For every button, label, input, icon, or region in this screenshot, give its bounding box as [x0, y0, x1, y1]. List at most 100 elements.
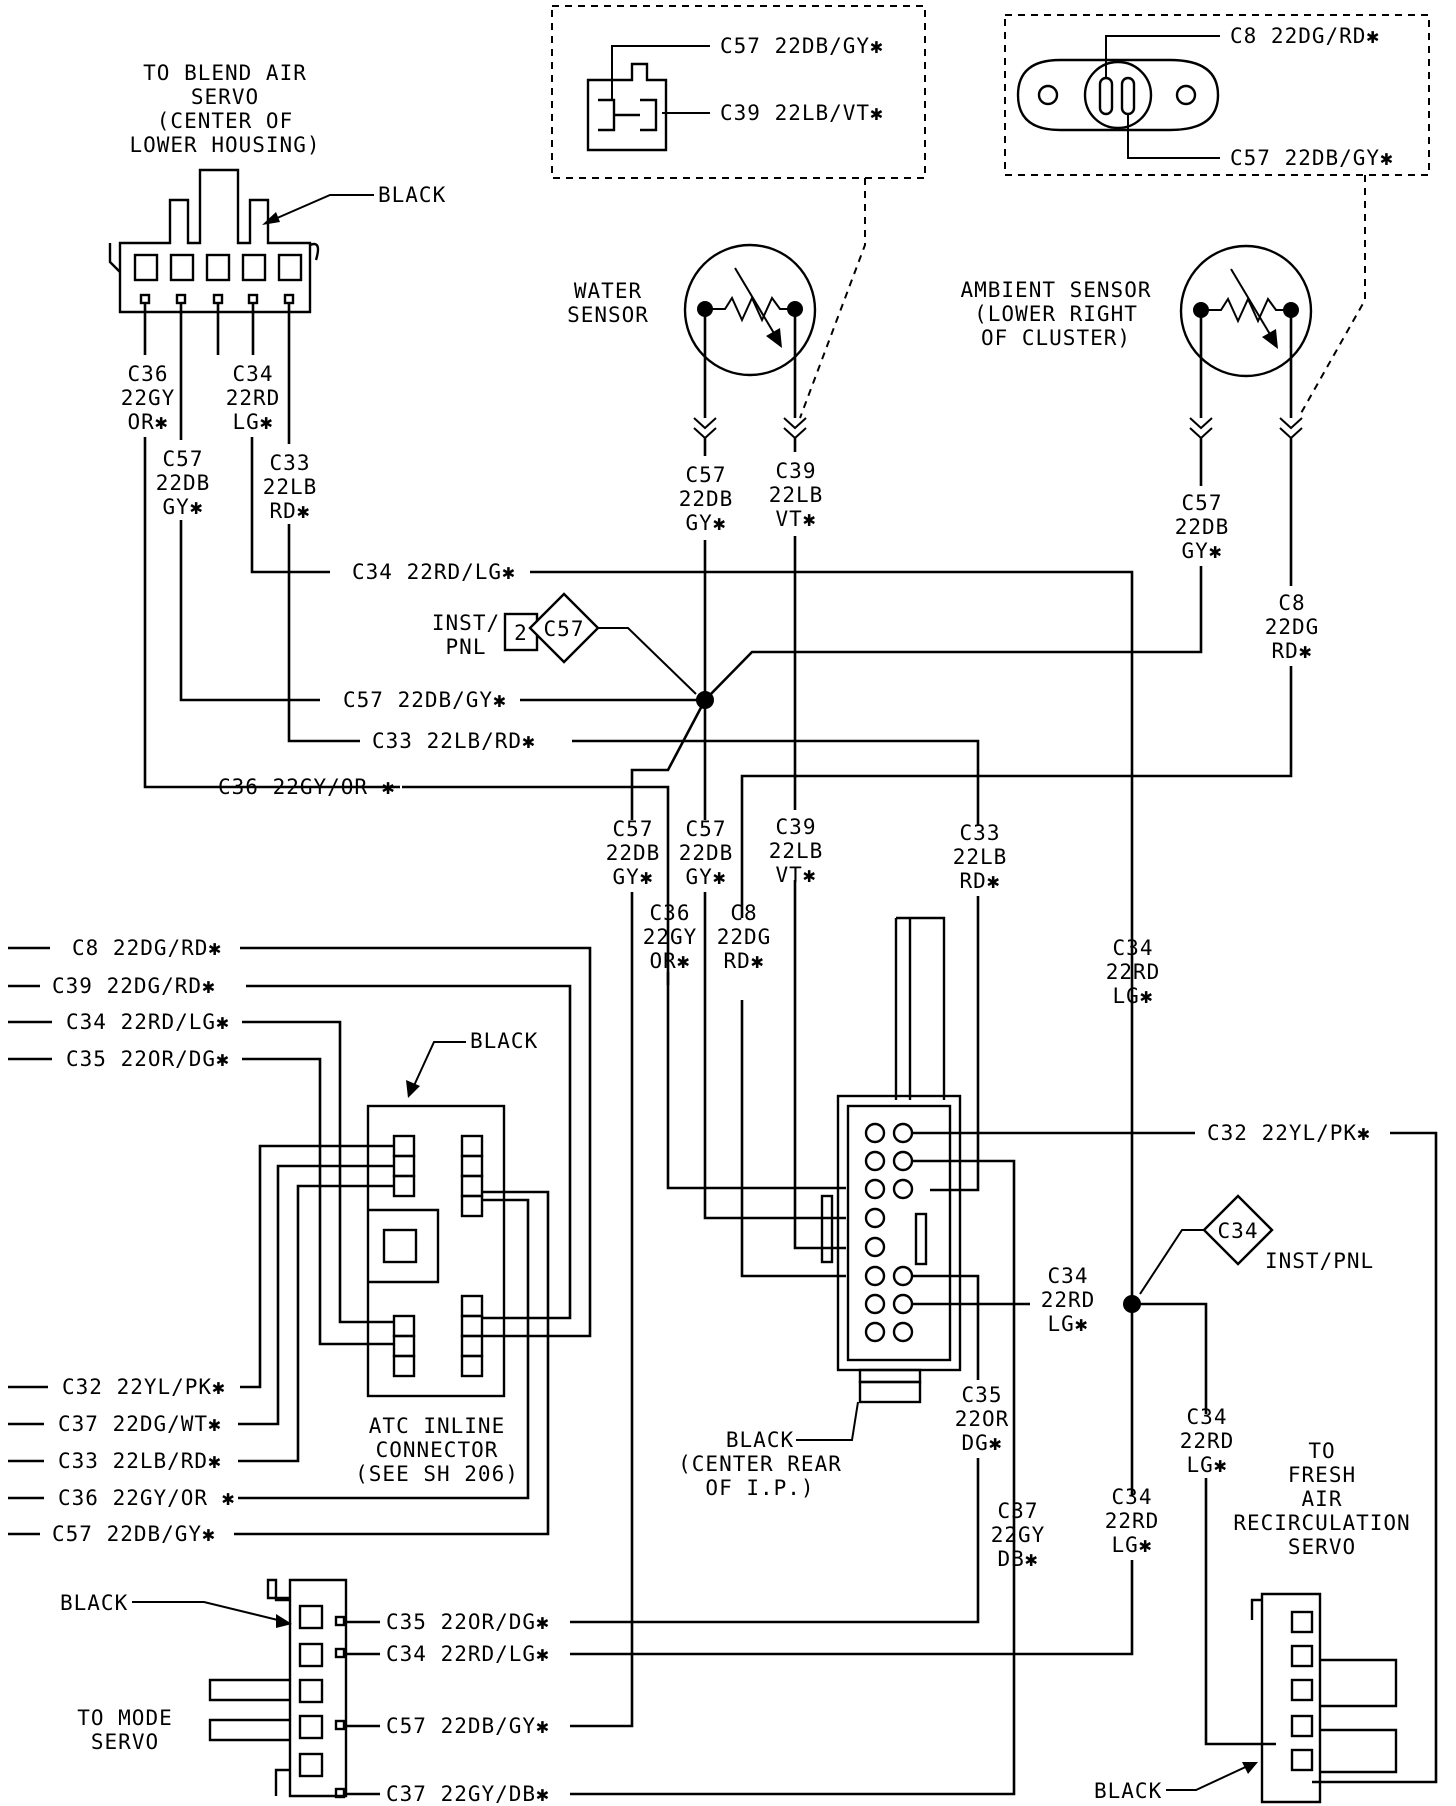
water-sensor-resistor — [705, 295, 795, 323]
svg-text:22RD: 22RD — [1106, 960, 1161, 984]
mid-wire-c57a-label: C57 22DB GY✱ — [606, 817, 660, 889]
splice-c57: INST/ PNL 2 C57 — [432, 592, 714, 820]
left-wire-label-c34: C34 22RD/LG✱ — [66, 1010, 230, 1034]
mode-servo-pointer — [132, 1601, 287, 1623]
wire-c8-ambient — [740, 438, 1293, 1278]
svg-text:C33: C33 — [960, 821, 1001, 845]
svg-text:22GY: 22GY — [991, 1523, 1046, 1547]
atc-label-2: CONNECTOR — [376, 1438, 499, 1462]
svg-text:C35: C35 — [962, 1383, 1003, 1407]
ambient-sensor-variable-arrow — [1230, 268, 1275, 342]
blend-air-connector-tab — [108, 243, 121, 273]
wire-c34-left — [242, 1020, 394, 1324]
blend-air-term-4 — [247, 293, 259, 305]
blend-air-color-label: BLACK — [378, 183, 446, 207]
splice-c34-pointer — [1139, 1229, 1204, 1295]
left-wire-labels: C8 22DG/RD✱ C39 22DG/RD✱ C34 22RD/LG✱ C3… — [52, 936, 234, 1546]
ambient-inset-pin1: C8 22DG/RD✱ — [1230, 24, 1380, 48]
svg-text:RD✱: RD✱ — [1272, 639, 1313, 663]
blend-air-connector-latch — [309, 242, 320, 261]
water-sensor-inset: C57 22DB/GY✱ C39 22LB/VT✱ — [551, 5, 926, 419]
water-plug-body — [586, 62, 668, 152]
fresh-air-body — [1260, 1592, 1322, 1804]
wire-c36-main — [402, 785, 846, 1190]
blend-air-pin-4 — [241, 253, 267, 282]
fresh-air-color-label: BLACK — [1094, 1779, 1162, 1803]
svg-text:C57: C57 — [613, 817, 654, 841]
center-connector-color-3: OF I.P.) — [705, 1476, 814, 1500]
svg-text:C37: C37 — [998, 1499, 1039, 1523]
wire-c57-splice-out-a — [630, 699, 707, 820]
mode-servo-terms — [334, 1615, 346, 1799]
ambient-sensor: AMBIENT SENSOR (LOWER RIGHT OF CLUSTER) — [960, 244, 1313, 440]
water-sensor-label-1: WATER — [574, 279, 642, 303]
svg-text:22DG: 22DG — [1265, 615, 1320, 639]
wire-c37-left — [238, 1164, 394, 1426]
atc-pins-upper-left — [392, 1134, 416, 1198]
blend-air-title-2: SERVO — [191, 85, 259, 109]
wire-c57-ambient — [704, 438, 1203, 701]
water-sensor: WATER SENSOR — [567, 243, 817, 440]
ambient-wire-c8-label: C8 22DG RD✱ — [1265, 591, 1320, 663]
ambient-inset-pin2: C57 22DB/GY✱ — [1230, 146, 1394, 170]
svg-text:C34: C34 — [233, 362, 274, 386]
svg-text:DB✱: DB✱ — [998, 1547, 1039, 1571]
blend-wire-c34-label: C34 22RD LG✱ — [226, 362, 281, 434]
ambient-sensor-label-3: OF CLUSTER) — [981, 326, 1131, 350]
c37-vert-label: C37 22GY DB✱ — [991, 1499, 1046, 1571]
blend-air-title-1: TO BLEND AIR — [143, 61, 307, 85]
ambient-inset-dashed-lead — [1299, 175, 1366, 416]
fresh-air-pin-1 — [1290, 1610, 1314, 1634]
wire-c37-to-mode — [570, 1159, 1016, 1796]
mode-servo-pin-4 — [298, 1714, 324, 1740]
mode-wire-label-c37: C37 22GY/DB✱ — [386, 1782, 550, 1806]
ambient-sensor-leads — [1199, 310, 1293, 418]
center-connector-foot — [858, 1380, 922, 1404]
mid-wire-c57b-label: C57 22DB GY✱ — [679, 817, 733, 889]
ambient-plug-barrel — [1083, 60, 1153, 130]
splice-c57-label-2: PNL — [446, 635, 487, 659]
center-connector-body — [836, 1094, 962, 1372]
svg-text:22OR: 22OR — [955, 1407, 1010, 1431]
water-sensor-label-2: SENSOR — [567, 303, 649, 327]
water-inset-pin2: C39 22LB/VT✱ — [720, 101, 884, 125]
water-inset-border — [551, 5, 926, 179]
ambient-plug-pin-1 — [1098, 76, 1114, 116]
fresh-air-label-3: AIR — [1302, 1487, 1343, 1511]
blend-air-arrowhead — [262, 212, 280, 225]
mode-servo-pin-3 — [298, 1678, 324, 1704]
fresh-air-pin-3 — [1290, 1678, 1314, 1702]
atc-arrowhead — [406, 1080, 420, 1098]
left-wire-label-c33: C33 22LB/RD✱ — [58, 1449, 222, 1473]
water-plug-pins — [598, 98, 658, 132]
center-connector-key — [820, 1194, 834, 1264]
wire-c57-blend — [179, 303, 320, 702]
center-connector-tab-top — [896, 916, 946, 1100]
water-sensor-arrowhead — [766, 328, 782, 348]
mode-servo-body — [288, 1578, 348, 1798]
wire-c35-to-mode — [570, 1458, 980, 1624]
mode-servo-leads — [344, 1620, 380, 1796]
ambient-inset-border — [1004, 14, 1430, 176]
fresh-air-pointer — [1166, 1763, 1253, 1791]
wire-c33-blend — [287, 303, 360, 743]
svg-text:22RD: 22RD — [226, 386, 281, 410]
svg-text:GY✱: GY✱ — [1182, 539, 1223, 563]
fresh-air-label-2: FRESH — [1288, 1463, 1356, 1487]
water-sensor-leads — [703, 309, 797, 418]
right-wire-c34d-label: C34 22RD LG✱ — [1105, 1485, 1159, 1557]
wire-c32-right-label: C32 22YL/PK✱ — [1207, 1121, 1371, 1145]
wire-c34-blend — [216, 303, 330, 574]
splice-c57-pointer — [598, 627, 697, 695]
blend-air-connector-body — [118, 168, 312, 314]
atc-label-1: ATC INLINE — [369, 1414, 505, 1438]
svg-text:22LB: 22LB — [263, 475, 318, 499]
ambient-inset-lead-1 — [1105, 35, 1220, 78]
wire-c57-left — [234, 1190, 550, 1536]
ambient-sensor-resistor — [1201, 296, 1291, 324]
svg-text:DG✱: DG✱ — [962, 1431, 1003, 1455]
ambient-sensor-arrowhead — [1262, 329, 1278, 349]
center-connector-color-1: BLACK — [726, 1428, 794, 1452]
svg-text:22GY: 22GY — [643, 925, 698, 949]
